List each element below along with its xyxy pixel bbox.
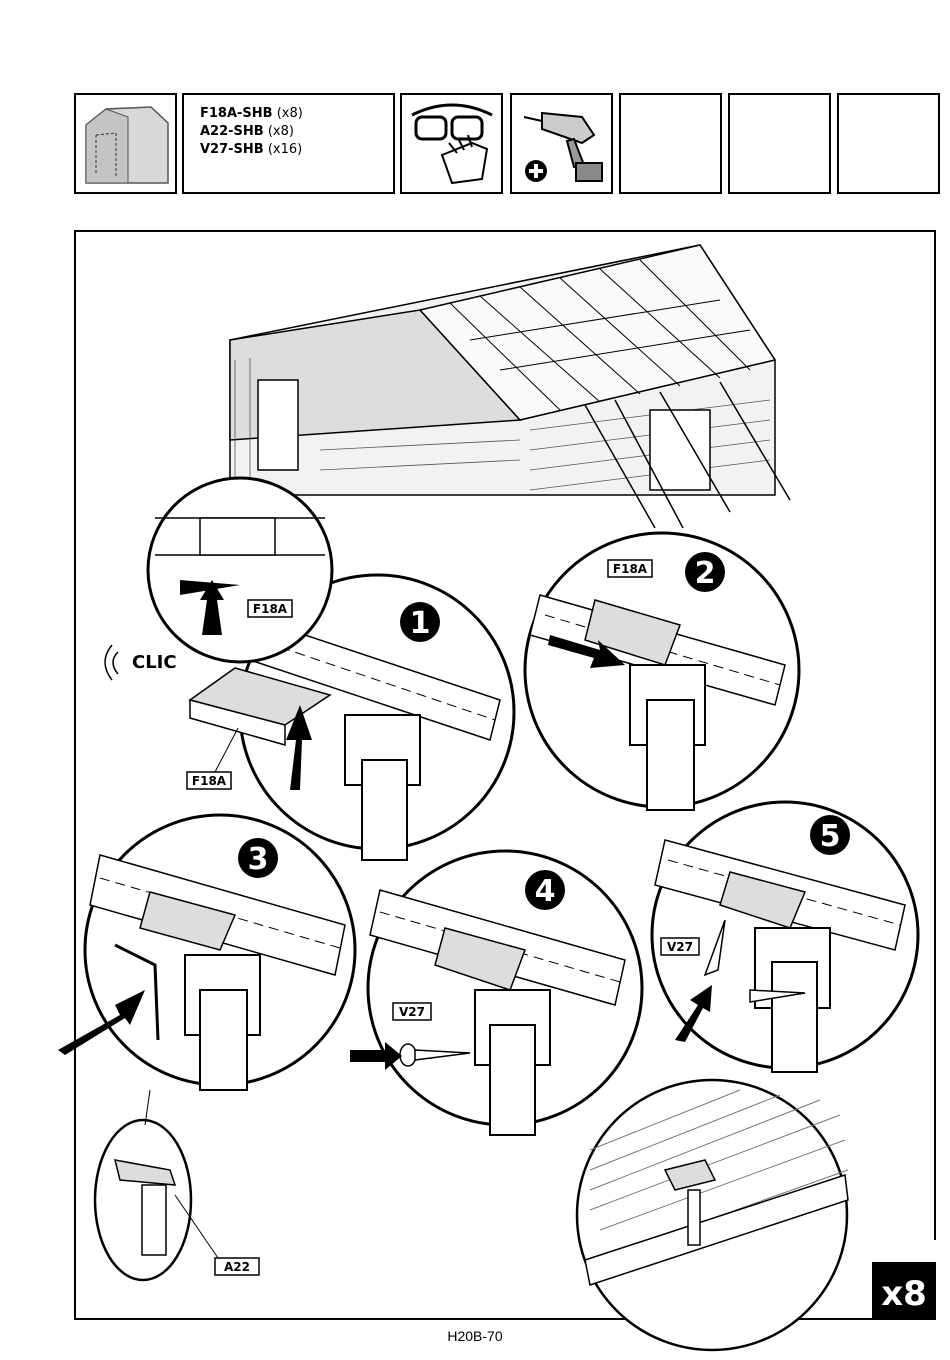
step-2-number: 2 [695,556,716,591]
instruction-panel [74,230,936,1320]
step-5-badge [810,815,850,855]
step-4-detail [350,849,644,1136]
step-5-number: 5 [820,819,841,854]
shed-overview [229,244,791,529]
leader-line [174,1194,219,1259]
goggles-gloves-icon [411,103,493,185]
shed-thumbnail-box [74,93,177,194]
drill-icon [523,111,603,182]
v27-label-step4-text: V27 [399,1005,425,1019]
f18a-label-inset [247,599,293,618]
v27-label-step4 [392,1002,432,1021]
f18a-label-inset-text: F18A [253,602,288,616]
clic-text: CLIC [132,652,177,673]
step-2-detail [523,531,801,811]
step-1-number: 1 [410,606,431,641]
f18a-label-step1-text: F18A [192,774,227,788]
part-row: F18A-SHB (x8) [200,106,303,121]
sound-wave [112,651,119,675]
f18a-label-step2-text: F18A [613,562,648,576]
v27-label-step5-text: V27 [667,940,693,954]
step-1-detail [188,573,516,861]
part-row: V27-SHB (x16) [200,142,303,157]
multiplier-badge [872,1262,936,1320]
a22-label-text: A22 [224,1260,250,1274]
parts-list-box: F18A-SHB (x8) A22-SHB (x8) V27-SHB (x16) [182,93,395,194]
f18a-label-step2 [607,559,653,578]
step-3-badge [238,838,278,878]
step-3-detail [58,813,357,1091]
page-code: H20B-70 [447,1328,503,1344]
multiplier-text: x8 [881,1274,927,1314]
sound-wave [104,644,113,681]
safety-gear-box [400,93,503,194]
step-1-badge [400,602,440,642]
clip-inset-detail [146,476,334,664]
empty-box-1 [619,93,722,194]
tools-box [510,93,613,194]
step-4-badge [525,870,565,910]
step-5-detail [650,800,920,1073]
step-4-number: 4 [535,874,556,909]
empty-box-3 [837,93,940,194]
a22-label [214,1257,260,1276]
step-3-number: 3 [248,842,269,877]
v27-label-step5 [660,937,700,956]
f18a-label-step1 [186,771,232,790]
parts-list: F18A-SHB (x8) A22-SHB (x8) V27-SHB (x16) [200,105,303,159]
shed-location-icon [85,106,169,184]
step-2-badge [685,552,725,592]
frame-right-edge [934,230,936,1240]
leader-line [214,727,239,773]
part-row: A22-SHB (x8) [200,124,294,139]
a22-part-detail [93,1089,193,1282]
roof-clip-detail [575,1078,849,1352]
empty-box-2 [728,93,831,194]
